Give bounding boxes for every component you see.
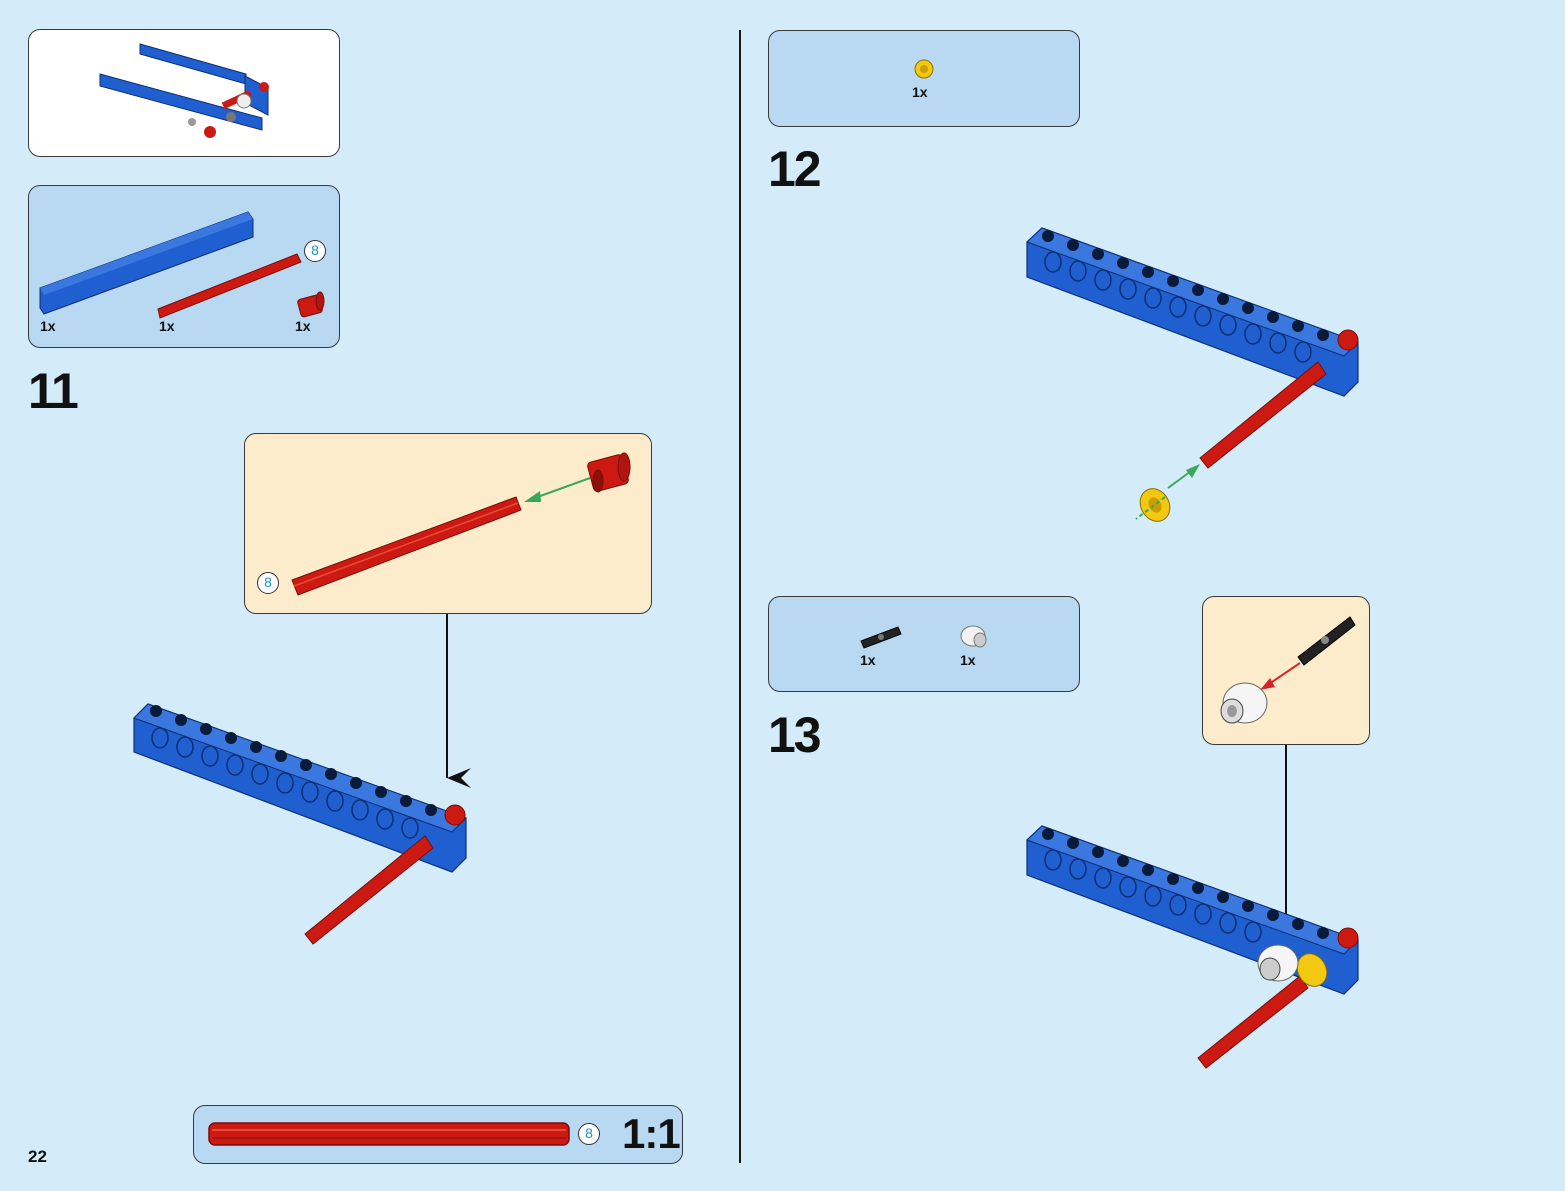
step11-part-qty-axle: 1x (159, 318, 175, 334)
page-divider (739, 30, 741, 1163)
step11-assembly (133, 703, 467, 945)
scale-axle-length-badge: 8 (578, 1123, 600, 1145)
part-axle-connector (297, 291, 325, 318)
callout-white-bush (1220, 682, 1268, 724)
callout-axle (291, 496, 522, 596)
part-beam-13 (39, 211, 254, 315)
preview-assembly (99, 43, 269, 138)
part-axle-8 (157, 253, 302, 319)
step11-part-qty-beam: 1x (40, 318, 56, 334)
step13-part-qty-axle-pin: 1x (860, 652, 876, 668)
step13-part-qty-white-bush: 1x (960, 652, 976, 668)
step12-assembly (1026, 227, 1359, 522)
step13-assembly (1026, 825, 1359, 1069)
part-bush-yellow (914, 59, 934, 79)
green-arrow-icon (524, 477, 591, 502)
step-number-12: 12 (768, 141, 822, 197)
callout-connector (587, 452, 631, 493)
step13-parts-box: 1x 1x (768, 596, 1080, 692)
scale-axle (208, 1122, 570, 1146)
red-arrow-icon (1260, 662, 1301, 690)
step-number-13: 13 (768, 707, 822, 763)
step11-parts-box: 1x 1x 1x 8 (28, 185, 340, 348)
callout-axle-pin (1297, 616, 1356, 666)
scale-label: 1:1 (622, 1110, 681, 1157)
step12-part-qty-bush: 1x (912, 84, 928, 100)
axle-length-badge: 8 (304, 240, 326, 262)
page-number: 22 (28, 1147, 47, 1166)
part-axle-pin-black (860, 626, 902, 649)
callout-axle-length-badge: 8 (257, 572, 279, 594)
part-bush-white (960, 625, 987, 648)
step-number-11: 11 (28, 363, 79, 419)
step11-part-qty-connector: 1x (295, 318, 311, 334)
previous-step-preview (28, 29, 340, 157)
